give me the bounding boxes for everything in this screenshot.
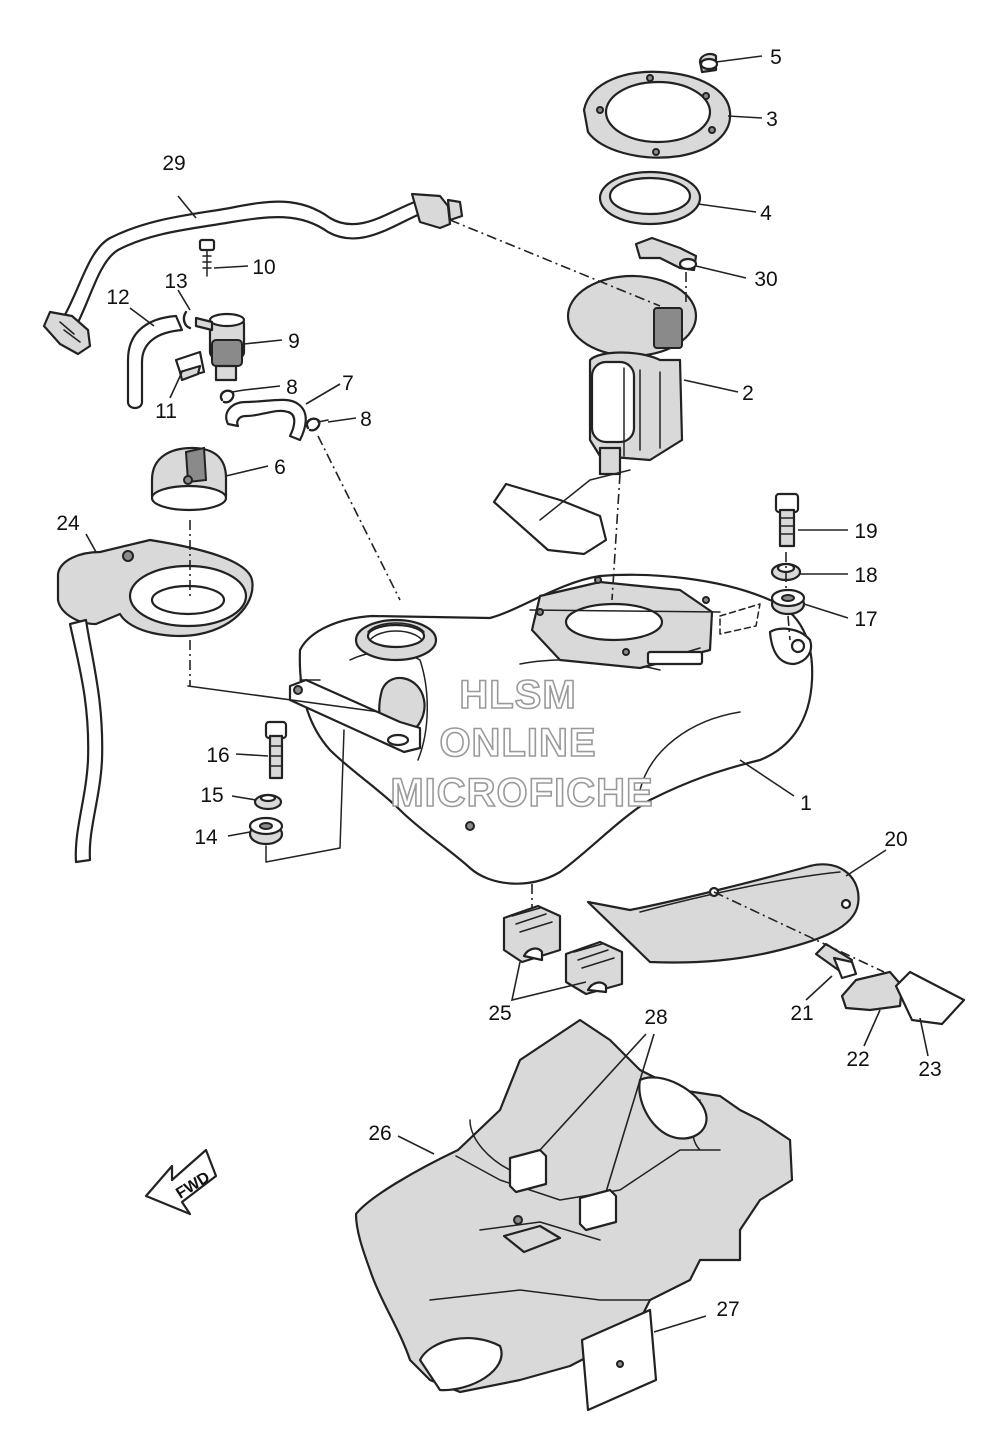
heat-shield-20 bbox=[586, 863, 860, 964]
seal-ring-4 bbox=[598, 170, 702, 226]
callout-15: 15 bbox=[200, 784, 223, 807]
fuel-pump-2 bbox=[492, 274, 698, 556]
hose-12 bbox=[126, 314, 184, 410]
pad-28-b bbox=[578, 1188, 618, 1232]
grommet-17 bbox=[770, 588, 806, 616]
callout-29: 29 bbox=[162, 152, 185, 175]
callout-19: 19 bbox=[854, 520, 877, 543]
callout-11: 11 bbox=[155, 400, 177, 423]
bolt-21 bbox=[814, 942, 858, 980]
leader-lines bbox=[85, 55, 929, 1333]
cap-nut-5 bbox=[698, 52, 719, 74]
bolt-16 bbox=[264, 720, 288, 780]
callout-23: 23 bbox=[918, 1058, 941, 1081]
callout-10: 10 bbox=[252, 256, 275, 279]
callout-20: 20 bbox=[884, 828, 907, 851]
solenoid-valve-9 bbox=[194, 312, 246, 382]
fuel-cap-6 bbox=[150, 446, 228, 512]
filler-collar-24 bbox=[56, 538, 254, 864]
pad-23 bbox=[894, 970, 966, 1026]
under-cover-26 bbox=[354, 1018, 794, 1394]
hose-fitting-30 bbox=[634, 236, 698, 272]
callout-14: 14 bbox=[194, 826, 218, 849]
callout-8-lower: 8 bbox=[360, 408, 372, 431]
callout-3: 3 bbox=[766, 108, 778, 131]
callout-8-upper: 8 bbox=[286, 376, 298, 399]
clip-8-upper bbox=[219, 389, 245, 404]
bolt-10 bbox=[198, 238, 216, 277]
callout-16: 16 bbox=[206, 744, 229, 767]
callout-2: 2 bbox=[742, 382, 754, 405]
clip-8-lower bbox=[305, 417, 329, 432]
fwd-arrow-icon: FWD bbox=[144, 1148, 218, 1216]
bolt-19 bbox=[774, 492, 800, 548]
callout-6: 6 bbox=[274, 456, 286, 479]
damper-25-right bbox=[564, 940, 624, 996]
hose-7 bbox=[225, 398, 307, 442]
callout-9: 9 bbox=[288, 330, 300, 353]
breather-hose-29 bbox=[42, 192, 464, 356]
pad-28-c bbox=[502, 1224, 562, 1254]
damper-25-left bbox=[502, 904, 562, 964]
fuel-tank-1 bbox=[288, 573, 814, 885]
callout-28: 28 bbox=[644, 1006, 667, 1029]
callout-13: 13 bbox=[164, 270, 187, 293]
cover-plate-3 bbox=[582, 70, 732, 159]
callout-30: 30 bbox=[754, 268, 777, 291]
watermark-line-1: HLSM bbox=[459, 673, 576, 717]
assembly-lines bbox=[187, 219, 885, 973]
callout-7: 7 bbox=[342, 372, 354, 395]
grommet-14 bbox=[248, 816, 284, 846]
callout-27: 27 bbox=[716, 1298, 739, 1321]
watermark: HLSM ONLINE MICROFICHE bbox=[390, 672, 654, 816]
callout-18: 18 bbox=[854, 564, 877, 587]
collar-15 bbox=[253, 793, 283, 811]
callout-17: 17 bbox=[854, 608, 877, 631]
callout-12: 12 bbox=[106, 286, 129, 309]
watermark-line-3: MICROFICHE bbox=[390, 771, 653, 815]
callout-labels: 1 2 3 4 5 6 7 8 8 9 10 11 12 13 14 15 16… bbox=[56, 46, 941, 1321]
clamp-13 bbox=[182, 310, 192, 330]
pad-28-a bbox=[508, 1148, 548, 1194]
bracket-11 bbox=[174, 350, 206, 382]
pad-22 bbox=[840, 970, 904, 1012]
callout-1: 1 bbox=[800, 792, 812, 815]
watermark-line-2: ONLINE bbox=[439, 721, 596, 765]
callout-21: 21 bbox=[790, 1002, 813, 1025]
callout-24: 24 bbox=[56, 512, 80, 535]
callout-26: 26 bbox=[368, 1122, 391, 1145]
callout-4: 4 bbox=[760, 202, 772, 225]
plate-27 bbox=[580, 1308, 658, 1412]
callout-25: 25 bbox=[488, 1002, 511, 1025]
callout-22: 22 bbox=[846, 1048, 869, 1071]
callout-5: 5 bbox=[770, 46, 782, 69]
